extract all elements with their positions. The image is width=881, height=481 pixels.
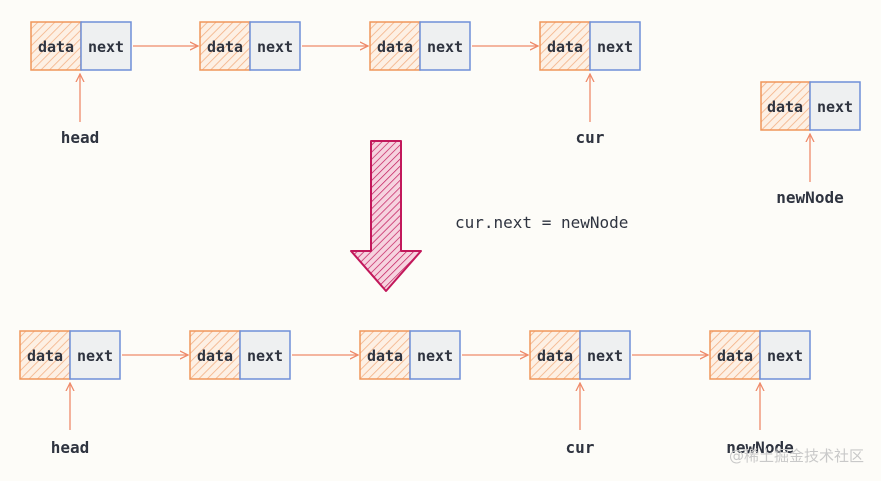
data-cell <box>369 21 421 71</box>
next-label: next <box>817 98 853 116</box>
data-cell <box>760 81 811 131</box>
data-label: data <box>367 347 403 365</box>
next-cell <box>759 330 811 380</box>
next-label: next <box>77 347 113 365</box>
next-label: next <box>88 38 124 56</box>
next-label: next <box>597 38 633 56</box>
data-label: data <box>767 98 803 116</box>
data-cell <box>19 330 71 380</box>
next-cell <box>589 21 641 71</box>
next-label: next <box>587 347 623 365</box>
data-label: data <box>537 347 573 365</box>
list-node: data next <box>19 330 121 380</box>
data-label: data <box>27 347 63 365</box>
new-node: data next newNode <box>760 81 861 207</box>
data-cell <box>529 330 581 380</box>
next-label: next <box>427 38 463 56</box>
list-node: data next <box>369 21 471 71</box>
newnode-label: newNode <box>776 188 843 207</box>
next-cell <box>809 81 861 131</box>
next-label: next <box>417 347 453 365</box>
next-cell <box>409 330 461 380</box>
next-cell <box>239 330 291 380</box>
down-arrow-icon <box>350 140 422 292</box>
head-label: head <box>51 438 90 457</box>
list-node: data next <box>529 330 631 380</box>
list-node: data next <box>359 330 461 380</box>
next-cell <box>249 21 301 71</box>
data-label: data <box>207 38 243 56</box>
data-label: data <box>197 347 233 365</box>
next-cell <box>579 330 631 380</box>
data-label: data <box>377 38 413 56</box>
data-label: data <box>547 38 583 56</box>
next-cell <box>69 330 121 380</box>
data-label: data <box>717 347 753 365</box>
head-label: head <box>61 128 100 147</box>
operation: cur.next = newNode <box>350 140 628 292</box>
next-label: next <box>247 347 283 365</box>
next-label: next <box>767 347 803 365</box>
data-label: data <box>38 38 74 56</box>
list-node: data next <box>30 21 132 71</box>
bottom-row: data next data next data next data next … <box>19 330 811 457</box>
list-node: data next <box>709 330 811 380</box>
operation-label: cur.next = newNode <box>455 213 628 232</box>
list-node: data next <box>189 330 291 380</box>
top-row: data next data next data next data next <box>30 21 641 147</box>
watermark: @稀土掘金技术社区 <box>729 447 864 465</box>
data-cell <box>30 21 82 71</box>
next-label: next <box>257 38 293 56</box>
next-cell <box>419 21 471 71</box>
data-cell <box>189 330 241 380</box>
next-cell <box>80 21 132 71</box>
cur-label: cur <box>566 438 595 457</box>
cur-label: cur <box>576 128 605 147</box>
newnode-label: newNode <box>726 438 793 457</box>
data-cell <box>199 21 251 71</box>
list-node: data next <box>199 21 301 71</box>
list-node: data next <box>539 21 641 71</box>
data-cell <box>539 21 591 71</box>
